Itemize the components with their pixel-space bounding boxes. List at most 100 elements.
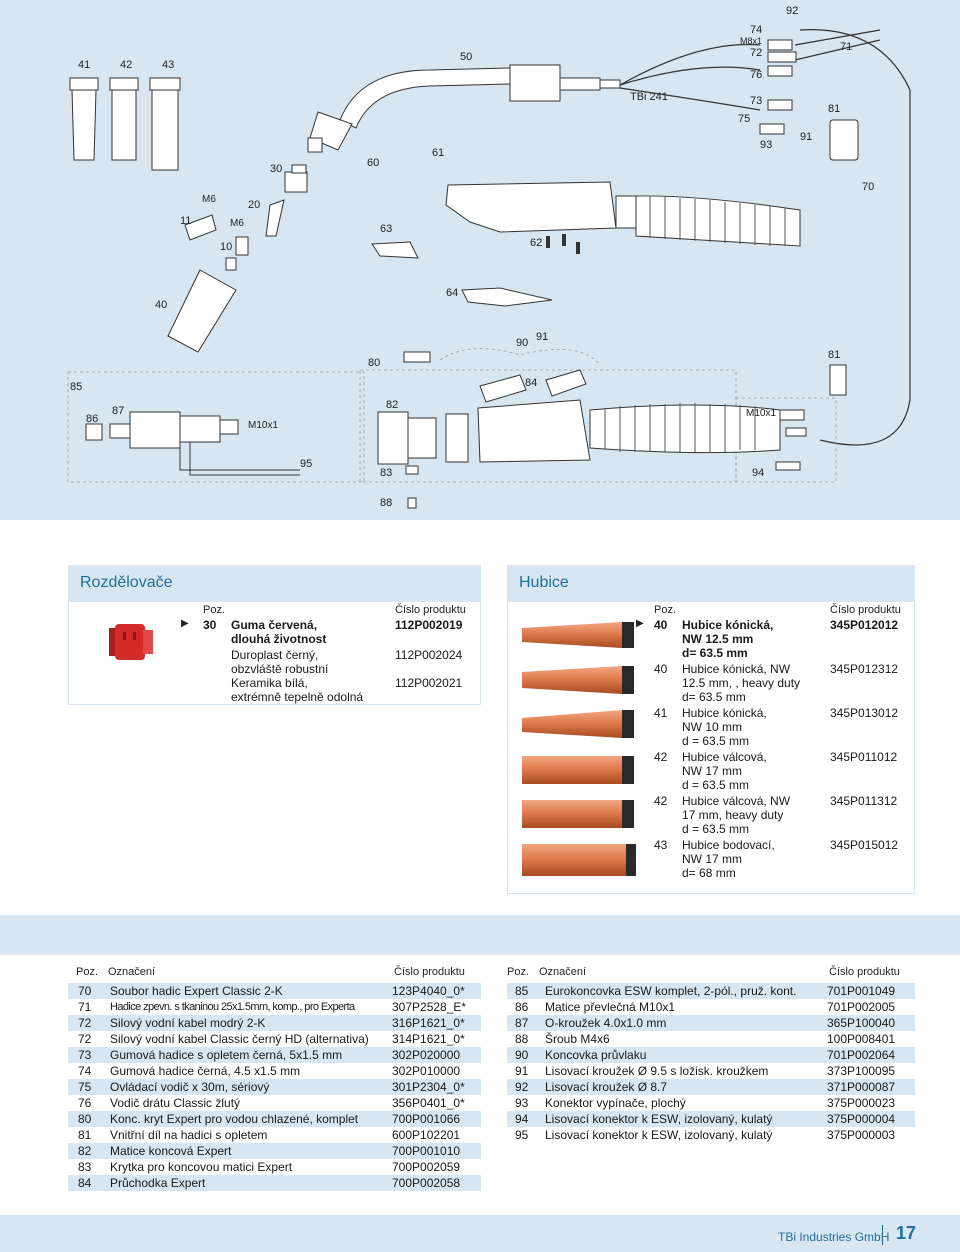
callout-94: 94 [752, 467, 764, 479]
callout-71: 71 [840, 41, 852, 53]
callout-76: 76 [750, 69, 762, 81]
nozzle-41-image [522, 710, 622, 738]
nozzles-title: Hubice [507, 565, 915, 601]
nozzle-40-image [522, 622, 622, 648]
callout-93: 93 [760, 139, 772, 151]
nozzle-row: 40 Hubice kónická, NW 12.5 mm d= 63.5 mm… [654, 618, 899, 660]
callout-m6-b: M6 [230, 218, 244, 229]
nozzle-row: 42 Hubice válcová, NW 17 mm d = 63.5 mm … [654, 750, 898, 792]
callout-90: 90 [516, 337, 528, 349]
spacer-band [0, 520, 960, 565]
nozzles-header-code: Číslo produktu [830, 604, 901, 616]
callout-40: 40 [155, 299, 167, 311]
highlight-arrow: ▶ [636, 618, 644, 629]
callout-84: 84 [525, 377, 537, 389]
nozzle-42hd-image [522, 800, 622, 828]
nozzle-row: 43 Hubice bodovací, NW 17 mm d= 68 mm 34… [654, 838, 899, 880]
callout-11: 11 [180, 215, 191, 227]
nozzle-row: 41 Hubice kónická, NW 10 mm d = 63.5 mm … [654, 706, 899, 748]
torch-exploded-view: 41 42 43 50 74 M8x1 72 76 92 71 73 75 93… [67, 5, 911, 509]
nozzle-42-image [522, 756, 622, 784]
callout-20: 20 [248, 199, 260, 211]
nozzle-43-image [522, 844, 626, 876]
nozzle-row: 42 Hubice válcová, NW 17 mm, heavy duty … [654, 794, 898, 836]
parts-left-header: Poz. Označení Číslo produktu [76, 966, 465, 978]
nozzle-41-drawing [69, 77, 181, 171]
callout-42: 42 [120, 59, 132, 71]
callout-91: 91 [800, 131, 812, 143]
callout-92: 92 [786, 5, 798, 17]
parts-right-header: Poz. Označení Číslo produktu [507, 966, 900, 978]
callout-75: 75 [738, 113, 750, 125]
callout-m10x1-a: M10x1 [248, 420, 278, 431]
callout-81-b: 81 [828, 349, 840, 361]
red-diffuser-image [107, 622, 155, 662]
diagram-callouts: 41 42 43 50 74 M8x1 72 76 92 71 73 75 93… [70, 5, 874, 509]
handle-drawing [445, 181, 801, 247]
callout-10: 10 [220, 241, 232, 253]
swan-neck-drawing [307, 64, 621, 153]
callout-30: 30 [270, 163, 282, 175]
callout-82: 82 [386, 399, 398, 411]
callout-63: 63 [380, 223, 392, 235]
company-name: TBi Industries GmbH [778, 1230, 890, 1244]
callout-41: 41 [78, 59, 90, 71]
nozzles-panel: Poz. Číslo produktu ▶ 40 Hubice kónická,… [507, 601, 915, 894]
callout-64: 64 [446, 287, 458, 299]
callout-80: 80 [368, 357, 380, 369]
section-divider [0, 915, 960, 955]
copper-nozzle-images [522, 622, 636, 876]
callout-62: 62 [530, 237, 542, 249]
distributors-title: Rozdělovače [68, 565, 481, 601]
nozzles-header-pos: Poz. [654, 604, 677, 616]
callout-88: 88 [380, 497, 392, 509]
exploded-diagram: 41 42 43 50 74 M8x1 72 76 92 71 73 75 93… [0, 0, 960, 520]
callout-83: 83 [380, 467, 392, 479]
callout-50: 50 [460, 51, 472, 63]
callout-81-top: 81 [828, 103, 840, 115]
page-footer: TBi Industries GmbH 17 [0, 1215, 960, 1252]
nozzle-40hd-image [522, 666, 622, 694]
highlight-arrow: ▶ [181, 618, 189, 629]
callout-86: 86 [86, 413, 98, 425]
callout-74: 74 [750, 24, 762, 36]
nozzle-row: 40 Hubice kónická, NW 12.5 mm, , heavy d… [654, 662, 899, 704]
footer-divider [882, 1225, 883, 1245]
distributors-header-pos: Poz. [203, 604, 226, 616]
distributors-panel: Poz. Číslo produktu ▶ 30 Guma červená, d… [68, 601, 481, 705]
callout-60: 60 [367, 157, 379, 169]
callout-m6-a: M6 [202, 194, 216, 205]
page-number: 17 [896, 1223, 917, 1243]
callout-73: 73 [750, 95, 762, 107]
callout-m8x1: M8x1 [740, 36, 762, 46]
distributors-header-code: Číslo produktu [395, 604, 466, 616]
callout-87: 87 [112, 405, 124, 417]
callout-tbi-241: TBi 241 [630, 91, 668, 103]
callout-m10x1-b: M10x1 [746, 408, 776, 419]
callout-72: 72 [750, 47, 762, 59]
